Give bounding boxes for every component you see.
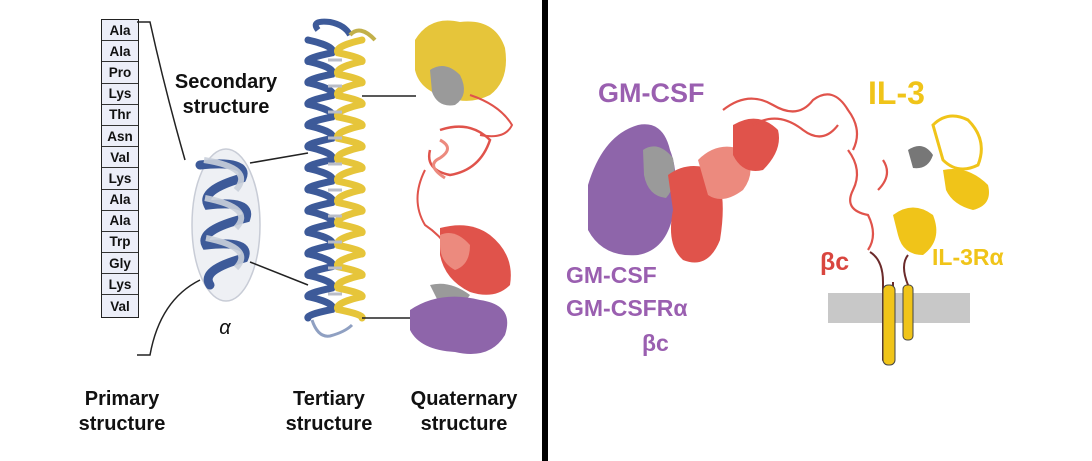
- alpha-label: α: [219, 317, 231, 339]
- residue-cell: Ala: [102, 190, 138, 211]
- blue-coil-turn: [304, 293, 336, 322]
- yellow-coil-turn: [334, 293, 366, 322]
- primary-bracket-top: [137, 21, 186, 161]
- yellow-coil-turn: [334, 100, 366, 130]
- beta-c-label: βc: [820, 248, 850, 276]
- gm-csf-receptor-complex: [588, 118, 779, 263]
- residue-cell: Ala: [102, 20, 138, 42]
- primary-structure-label: Primary structure: [78, 388, 166, 435]
- complex-label-bc: βc: [642, 330, 669, 356]
- primary-bracket-bottom: [137, 279, 201, 356]
- beta-c-chain: [722, 93, 889, 251]
- residue-cell: Lys: [102, 168, 138, 190]
- panel-divider: [542, 0, 548, 461]
- residue-cell: Ala: [102, 211, 138, 232]
- residue-cell: Ala: [102, 41, 138, 63]
- left-panel-graphics: [137, 18, 514, 356]
- residue-cell: Lys: [102, 84, 138, 105]
- il3ra-tm-rod: [902, 284, 914, 341]
- yellow-coil-turn: [334, 122, 366, 151]
- blue-coil-turn: [304, 164, 336, 194]
- residue-cell: Thr: [102, 105, 138, 126]
- beta-c-tm-rod: [882, 284, 896, 366]
- yellow-coil-turn: [334, 250, 366, 279]
- residue-cell: Gly: [102, 253, 138, 275]
- receptor-complex-panel: GM-CSF IL-3 GM-CSF GM-CSFRα βc βc IL-3Rα: [548, 0, 1092, 461]
- residue-cell: Trp: [102, 232, 138, 254]
- blue-coil-turn: [304, 100, 336, 130]
- blue-coil-turn: [304, 122, 336, 151]
- tertiary-helices: [304, 18, 377, 338]
- complex-label-gm-csfra: GM-CSFRα: [566, 295, 688, 321]
- quaternary-complex: [410, 20, 514, 354]
- il3-title: IL-3: [868, 75, 925, 111]
- residue-cell: Val: [102, 147, 138, 169]
- yellow-coil-turn: [334, 207, 366, 236]
- residue-cell: Val: [110, 298, 130, 314]
- quaternary-structure-label: Quaternary structure: [410, 388, 518, 435]
- blue-coil-turn: [304, 36, 336, 65]
- blue-coil-turn: [304, 57, 336, 87]
- yellow-coil-turn: [334, 57, 366, 87]
- il3ra-label: IL-3Rα: [932, 244, 1004, 270]
- tertiary-structure-label: Tertiary structure: [285, 388, 373, 435]
- residue-cell: Asn: [102, 126, 138, 148]
- alpha-helix-model: [191, 148, 261, 302]
- complex-label-gm-csf: GM-CSF: [566, 262, 657, 288]
- residue-cell: Pro: [102, 62, 138, 84]
- right-panel-graphics: [588, 93, 989, 366]
- connector-secondary-top: [249, 152, 309, 164]
- connector-secondary-bottom: [249, 261, 309, 286]
- blue-coil-turn: [304, 186, 336, 215]
- cell-membrane: [828, 293, 970, 323]
- il3-receptor-complex: [893, 114, 989, 255]
- blue-coil-turn: [304, 207, 336, 236]
- yellow-coil-turn: [334, 164, 366, 194]
- secondary-structure-label: Secondary structure: [174, 71, 278, 118]
- gm-csf-title: GM-CSF: [598, 78, 705, 108]
- blue-coil-turn: [304, 250, 336, 279]
- yellow-coil-turn: [334, 36, 366, 65]
- yellow-coil-turn: [334, 186, 366, 215]
- residue-cell: Lys: [102, 274, 138, 296]
